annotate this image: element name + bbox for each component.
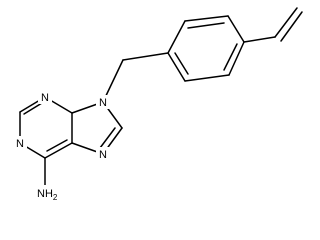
benzene-ring bbox=[167, 15, 245, 82]
bond-benz-6-1 bbox=[167, 52, 186, 82]
atom-n7: N bbox=[96, 147, 110, 161]
bond-benz-2-3 bbox=[184, 15, 229, 22]
chemical-structure: N N N N NH2 bbox=[13, 7, 303, 202]
atom-amine-label: NH2 bbox=[37, 188, 58, 202]
pyrimidine-ring bbox=[19, 96, 73, 159]
atom-n9: N bbox=[96, 95, 110, 109]
bond-c6-c5-inner bbox=[46, 139, 68, 152]
bond-benz-3-4 bbox=[227, 15, 245, 43]
bond-c8-n7-inner bbox=[99, 127, 116, 149]
amine-text: NH bbox=[37, 188, 53, 200]
bond-benz-4-5 bbox=[228, 41, 245, 76]
bond-ch2-benzene bbox=[122, 52, 169, 61]
bond-c6-c5 bbox=[44, 142, 73, 159]
atom-n-top-label: N bbox=[41, 92, 49, 104]
atom-n-left-label: N bbox=[16, 138, 24, 150]
bond-benz-inner-c bbox=[174, 52, 189, 75]
bond-benz-5-6 bbox=[184, 74, 230, 82]
atom-n-left: N bbox=[13, 136, 27, 150]
bond-benz-inner-b bbox=[223, 43, 238, 71]
atom-n7-label: N bbox=[99, 149, 107, 161]
bond-benz-vinyl bbox=[243, 36, 276, 43]
bond-vinyl-double-b bbox=[280, 11, 303, 42]
bond-benz-1-2 bbox=[167, 20, 186, 54]
bond-benz-inner-a bbox=[187, 22, 225, 29]
atom-amine: NH2 bbox=[35, 185, 61, 202]
bond-vinyl-double-a bbox=[274, 7, 298, 38]
bond-n-top-c2-inner bbox=[23, 102, 43, 115]
atom-n9-label: N bbox=[99, 97, 107, 109]
imidazole-ring bbox=[71, 101, 123, 155]
atom-n-top: N bbox=[38, 90, 52, 104]
amine-subscript: 2 bbox=[53, 193, 58, 202]
